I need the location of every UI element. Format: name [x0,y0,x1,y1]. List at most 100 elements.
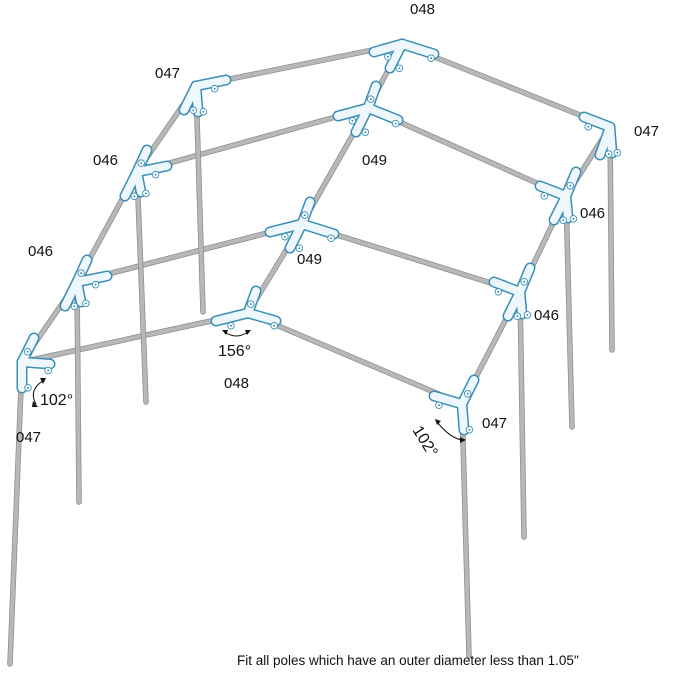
connector-046-right-upper-arm-2 [536,182,570,200]
screw-center [543,194,546,197]
screw-center [303,214,306,217]
screw-center [526,313,529,316]
screw-center [154,173,157,176]
screw-center [587,125,590,128]
frame-connectors [16,38,622,436]
connector-048-front-arm-0 [212,309,252,325]
connector-049-front-arm-0 [266,220,306,236]
screw-center [516,315,519,318]
screw-center [569,184,572,187]
arrowhead-front-left-bottom [32,401,38,407]
screw-center [298,247,301,250]
connector-048-top-arm-2 [386,40,406,72]
screw-center [616,151,619,154]
angle-label-front-ridge: 156° [218,343,251,360]
arrowhead-front-right-top [435,419,441,425]
screw-center [133,195,136,198]
pole-24 [608,125,614,352]
screw-center [192,109,195,112]
arrowhead-front-right-bottom [460,437,466,443]
label-front-ridge: 048 [224,375,249,392]
label-left-side-upper: 046 [93,152,118,169]
connector-047-back-left [178,74,232,118]
connector-046-left-lower [59,254,113,312]
screw-center [249,303,252,306]
frame-poles [7,41,615,667]
pole-15 [20,311,250,364]
pole-18 [75,280,81,504]
screw-center [466,392,469,395]
connector-048-top-arm-1 [398,40,438,58]
screw-center [386,55,389,58]
connector-047-back-right [578,111,622,161]
screw-center [430,57,433,60]
screw-center [468,428,471,431]
connector-047-front-right-arm-0 [430,392,466,408]
connector-046-right-upper [534,166,582,226]
connector-046-right-upper-arm-3 [562,192,572,222]
angle-arc-front-ridge [224,331,249,337]
screw-center [398,67,401,70]
connector-049-front-arm-1 [298,220,338,238]
label-right-side-lower: 046 [534,307,559,324]
connector-048-front-arm-1 [244,309,280,325]
connector-046-right-lower [488,262,536,322]
connector-047-front-right [428,374,480,436]
connector-046-right-lower-arm-3 [516,288,526,318]
screw-center [572,217,575,220]
label-front-left-corner: 047 [16,429,41,446]
angle-label-front-left: 102° [40,392,73,409]
screw-center [330,237,333,240]
screw-center [84,302,87,305]
screw-center [26,350,29,353]
screw-center [607,153,610,156]
connector-047-back-left-arm-2 [192,82,202,116]
connector-046-left-lower-arm-2 [73,272,111,286]
connector-047-back-left-arm-0 [192,76,230,90]
connector-046-left-upper [119,144,173,202]
label-top-ridge: 048 [410,1,435,18]
connector-047-front-left [16,332,56,394]
connector-047-back-right-arm-0 [580,113,614,131]
screw-center [202,110,205,113]
connector-049-back-arm-1 [364,104,402,124]
pole-19 [135,170,148,404]
connector-049-front [264,196,340,254]
screw-center [497,290,500,293]
screw-center [283,235,286,238]
connector-048-front [210,285,282,330]
label-middle-ridge-front: 049 [297,251,322,268]
connector-049-front-arm-2 [286,220,306,252]
angle-arrows [32,330,466,443]
label-middle-ridge-back: 049 [362,152,387,169]
pole-20 [194,84,205,314]
screw-center [73,305,76,308]
screw-center [229,324,232,327]
screw-center [47,369,50,372]
label-front-right-corner: 047 [482,415,507,432]
screw-center [140,162,143,165]
screw-center [562,219,565,222]
pole-11 [135,106,370,174]
angle-arc-front-left [32,379,45,405]
screw-center [364,131,367,134]
pole-22 [518,290,526,539]
pole-23 [564,194,574,429]
angle-label-front-right: 102° [409,423,441,460]
connector-048-top [368,38,440,74]
pole-21 [460,402,471,658]
screw-center [369,98,372,101]
arrowhead-front-ridge-right [245,330,251,335]
connector-047-front-left-arm-1 [18,358,54,368]
pole-16 [246,311,464,406]
screw-center [437,404,440,407]
connector-046-right-lower-arm-2 [490,278,524,296]
connector-046-left-upper-arm-2 [133,162,171,176]
connector-049-back-arm-2 [352,104,372,136]
screw-center [27,386,29,389]
screw-center [394,122,397,125]
pole-17 [8,360,24,666]
screw-center [523,280,526,283]
screw-center [273,324,276,327]
